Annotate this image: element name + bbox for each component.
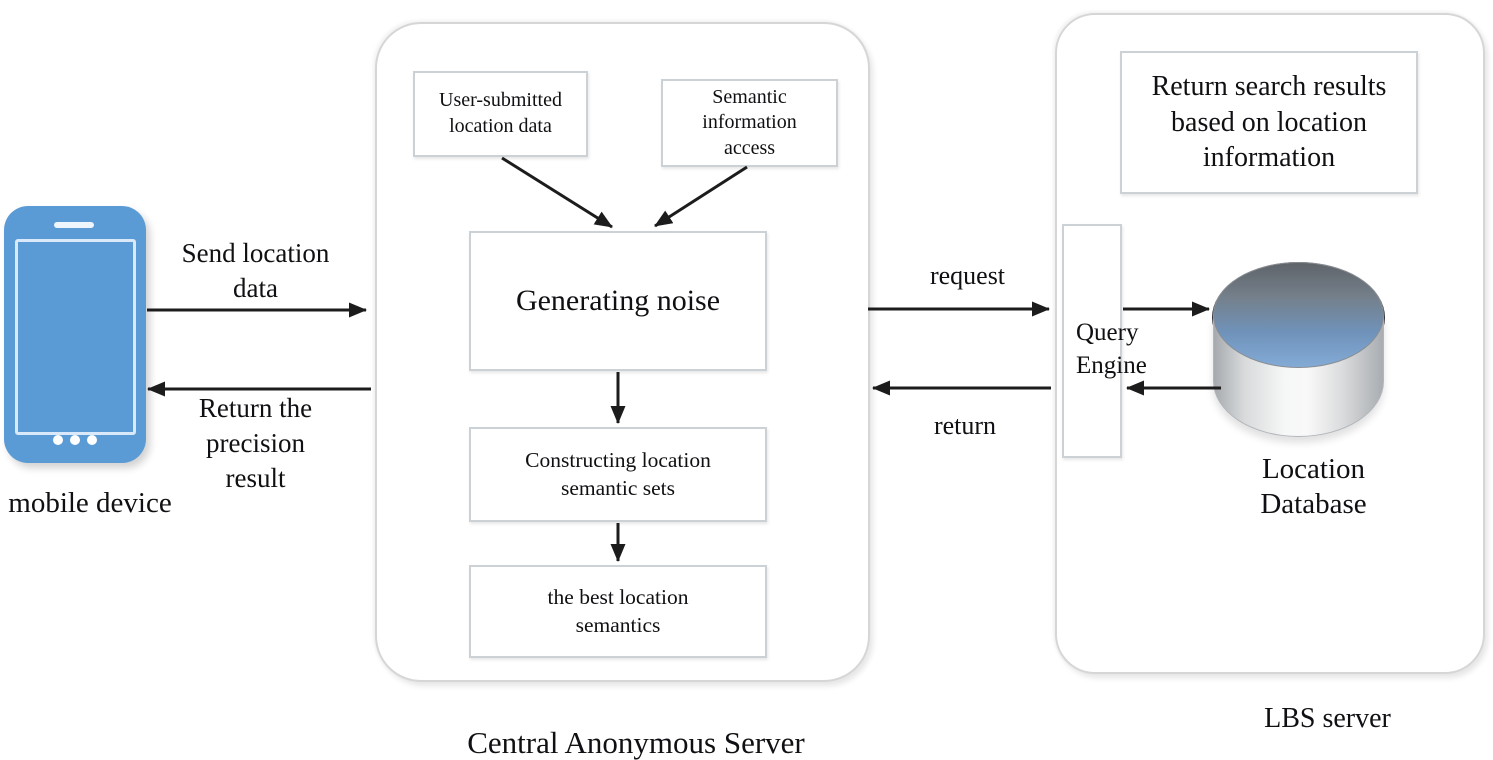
central-anonymous-server-title: Central Anonymous Server xyxy=(467,725,805,760)
location-database-label: Location Database xyxy=(1260,453,1367,520)
phone-buttons xyxy=(4,435,146,445)
best-location-semantics-box: the best location semantics xyxy=(469,565,767,658)
phone-screen xyxy=(15,239,136,435)
constructing-location-semantic-sets-box: Constructing location semantic sets xyxy=(469,427,767,522)
mobile-device-icon xyxy=(4,206,146,463)
database-cylinder-top xyxy=(1213,262,1384,368)
request-label: request xyxy=(929,261,1006,290)
semantic-information-access-box: Semantic information access xyxy=(661,79,838,167)
query-engine-box xyxy=(1062,224,1122,458)
return-label: return xyxy=(933,411,997,440)
mobile-device-label: mobile device xyxy=(8,487,172,519)
return-precision-label: Return the precision result xyxy=(198,393,313,494)
send-location-label: Send location data xyxy=(181,238,330,304)
query-engine-label: Query Engine xyxy=(1076,319,1147,379)
generating-noise-box: Generating noise xyxy=(469,231,767,371)
return-search-results-box: Return search results based on location … xyxy=(1120,51,1418,194)
phone-speaker xyxy=(54,222,94,228)
lbs-server-title: LBS server xyxy=(1264,703,1391,734)
user-submitted-location-data-box: User-submitted location data xyxy=(413,71,588,157)
